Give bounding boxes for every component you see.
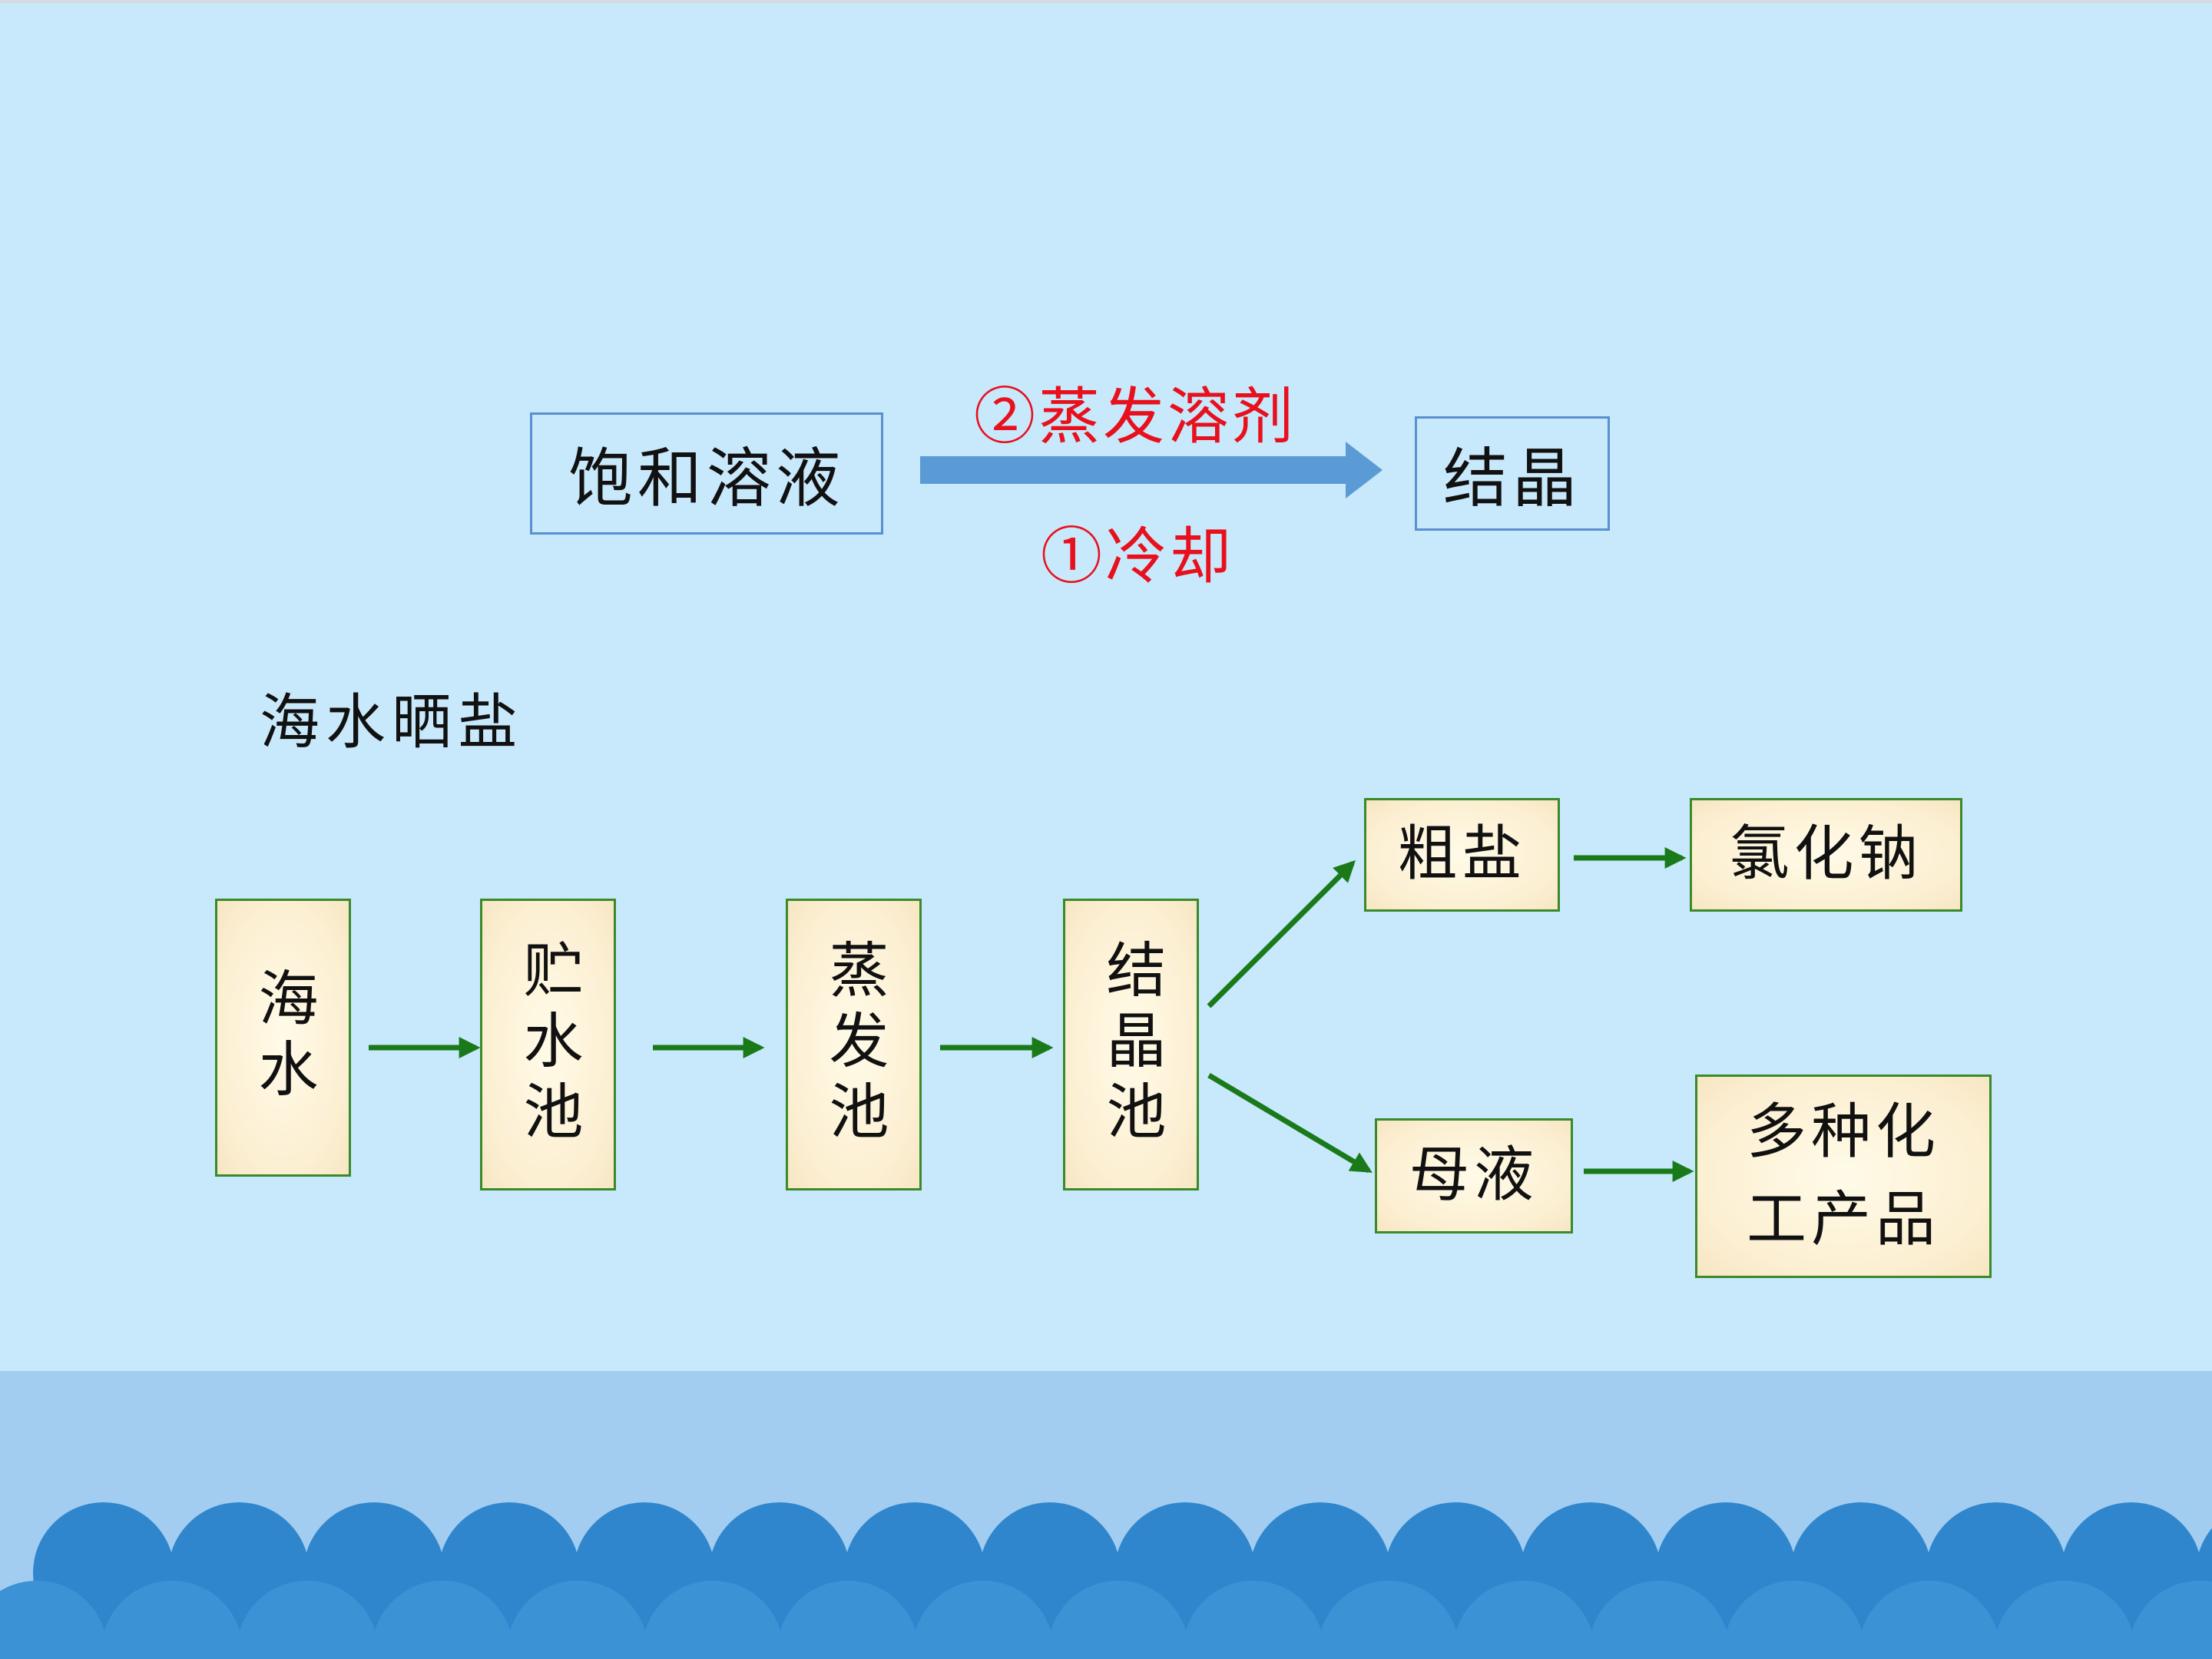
sodium-chloride-label: 氯化钠: [1729, 820, 1923, 889]
wave-front: [237, 1581, 378, 1659]
crystallization-pond-node: 结晶池: [1063, 899, 1199, 1190]
crude-salt-label: 粗盐: [1397, 820, 1527, 889]
wave-front: [0, 1581, 108, 1659]
wave-front: [642, 1581, 783, 1659]
mother-liquor-label: 母液: [1409, 1141, 1538, 1210]
crystallization-pond-label: 结晶池: [1096, 939, 1166, 1151]
storage-pond-node: 贮水池: [480, 899, 616, 1190]
chemical-products-line-1: 多种化: [1746, 1098, 1940, 1167]
wave-front: [1859, 1581, 2000, 1659]
wave-front: [777, 1581, 919, 1659]
seawater-label: 海水: [248, 967, 318, 1108]
saturated-solution-label: 饱和溶液: [568, 441, 845, 516]
cooling-label: ①冷却: [1041, 521, 1234, 592]
arrow-crystallization-to-mother-liquor: [1207, 1072, 1373, 1174]
wave-front: [1183, 1581, 1324, 1659]
wave-front: [2129, 1581, 2212, 1659]
mother-liquor-node: 母液: [1375, 1118, 1573, 1233]
crystallization-label: 结晶: [1442, 441, 1581, 516]
big-process-arrow: [920, 442, 1382, 498]
wave-front: [1724, 1581, 1865, 1659]
section-title: 海水晒盐: [260, 688, 525, 757]
wave-front: [1318, 1581, 1459, 1659]
crude-salt-node: 粗盐: [1364, 798, 1560, 912]
wave-front: [372, 1581, 513, 1659]
wave-front: [507, 1581, 648, 1659]
wave-front: [912, 1581, 1054, 1659]
sodium-chloride-node: 氯化钠: [1690, 798, 1962, 912]
evaporate-solvent-label: ②蒸发溶剂: [974, 381, 1296, 452]
wave-front: [1588, 1581, 1730, 1659]
crystallization-box: 结晶: [1415, 416, 1610, 531]
arrow-crystallization-to-crude-salt: [1207, 860, 1356, 1008]
wave-front: [1048, 1581, 1189, 1659]
wave-front: [1453, 1581, 1594, 1659]
seawater-node: 海水: [215, 899, 351, 1177]
storage-pond-label: 贮水池: [513, 939, 583, 1151]
evaporation-pond-node: 蒸发池: [786, 899, 922, 1190]
top-border: [0, 0, 2212, 3]
chemical-products-line-2: 工产品: [1746, 1184, 1940, 1254]
wave-front: [1994, 1581, 2135, 1659]
chemical-products-node: 多种化 工产品: [1695, 1075, 1992, 1278]
saturated-solution-box: 饱和溶液: [530, 412, 883, 535]
evaporation-pond-label: 蒸发池: [819, 939, 889, 1151]
arrows-layer: [369, 442, 1694, 1182]
wave-front: [101, 1581, 243, 1659]
